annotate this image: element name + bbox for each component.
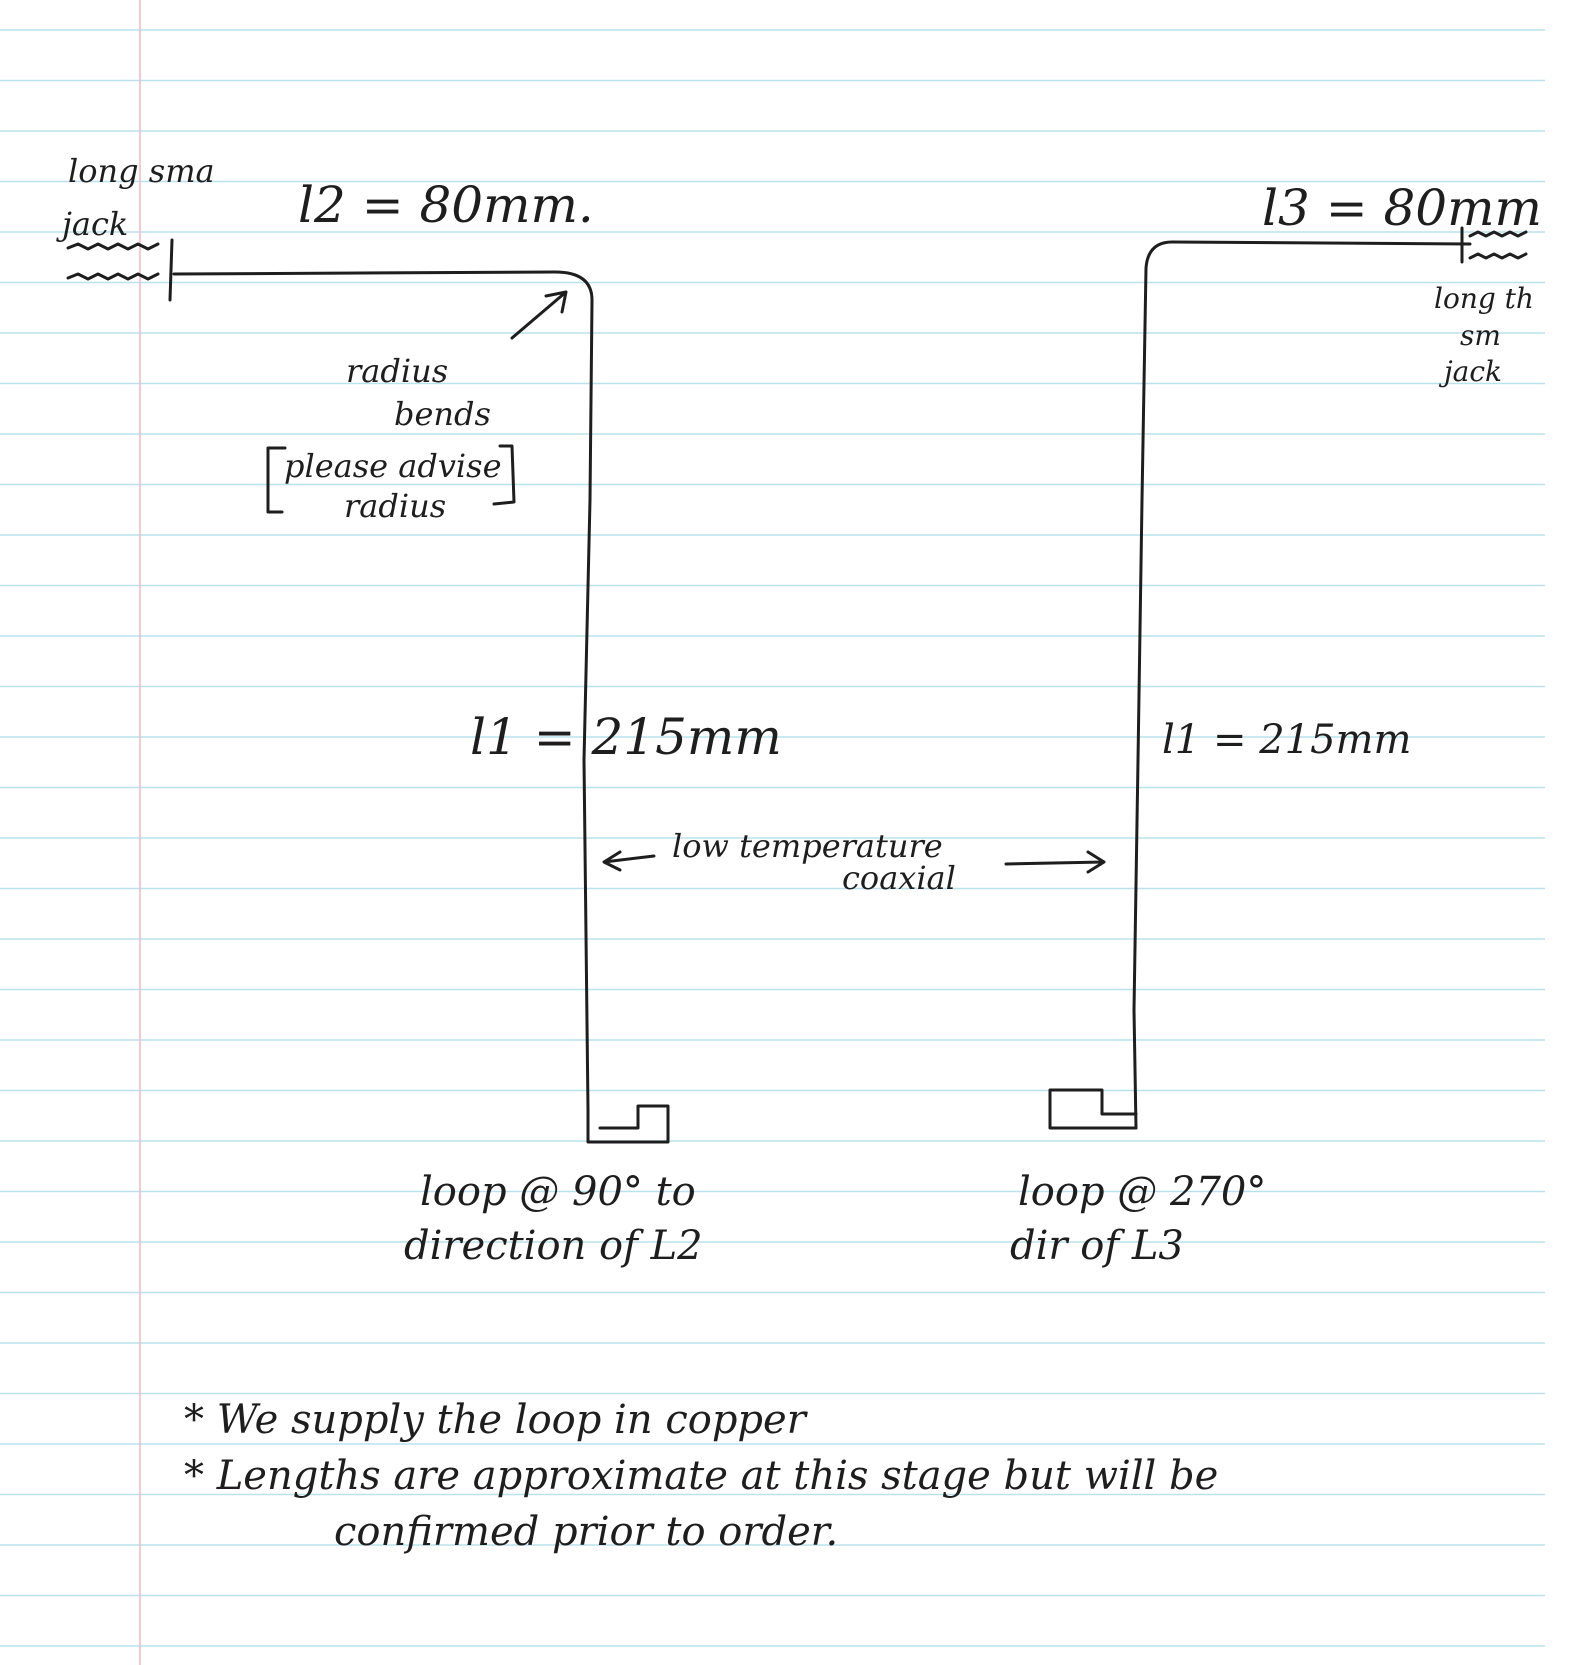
ruled-lines (0, 29, 1545, 1647)
cable-label-line1: low temperature (672, 827, 943, 865)
right-sma-jack-connector (1460, 226, 1528, 264)
cable-arrow-left (602, 850, 656, 872)
left-loop-label-line2: direction of L2 (404, 1223, 703, 1269)
note-line-3: confirmed prior to order. (334, 1509, 839, 1555)
note-line-1: * We supply the loop in copper (184, 1397, 806, 1443)
right-connector-label-line2: sm (1460, 319, 1501, 352)
bend-note-line2: bends (394, 395, 491, 433)
cable-arrow-right (1004, 850, 1106, 874)
right-copper-loop (1048, 1088, 1138, 1130)
left-note-bracket-left (266, 446, 287, 514)
note-line-2: * Lengths are approximate at this stage … (184, 1453, 1219, 1499)
right-connector-label-line1: long th (1434, 282, 1534, 315)
left-sma-jack-connector (66, 238, 174, 302)
left-coax-cable (172, 270, 594, 1112)
cable-label-line2: coaxial (842, 859, 956, 897)
left-loop-label-line1: loop @ 90° to (420, 1169, 696, 1215)
right-loop-label-line1: loop @ 270° (1018, 1169, 1267, 1215)
right-length-label: l3 = 80mm (1262, 179, 1542, 237)
left-bend-arrow (510, 290, 568, 340)
right-loop-label-line2: dir of L3 (1010, 1223, 1184, 1269)
left-connector-label-line2: jack (62, 205, 129, 243)
bend-note-line3: please advise (284, 447, 502, 485)
left-connector-label-line1: long sma (68, 152, 215, 190)
left-vertical-length-label: l1 = 215mm (470, 708, 782, 766)
left-length-label: l2 = 80mm. (298, 176, 594, 234)
right-connector-label-line3: jack (1444, 355, 1503, 388)
right-coax-cable (1132, 240, 1472, 1130)
bend-note-line1: radius (346, 352, 449, 390)
left-note-bracket-right (492, 444, 516, 506)
right-vertical-length-label: l1 = 215mm (1162, 717, 1412, 763)
left-copper-loop (586, 1104, 670, 1144)
bend-note-line4: radius (344, 487, 447, 525)
